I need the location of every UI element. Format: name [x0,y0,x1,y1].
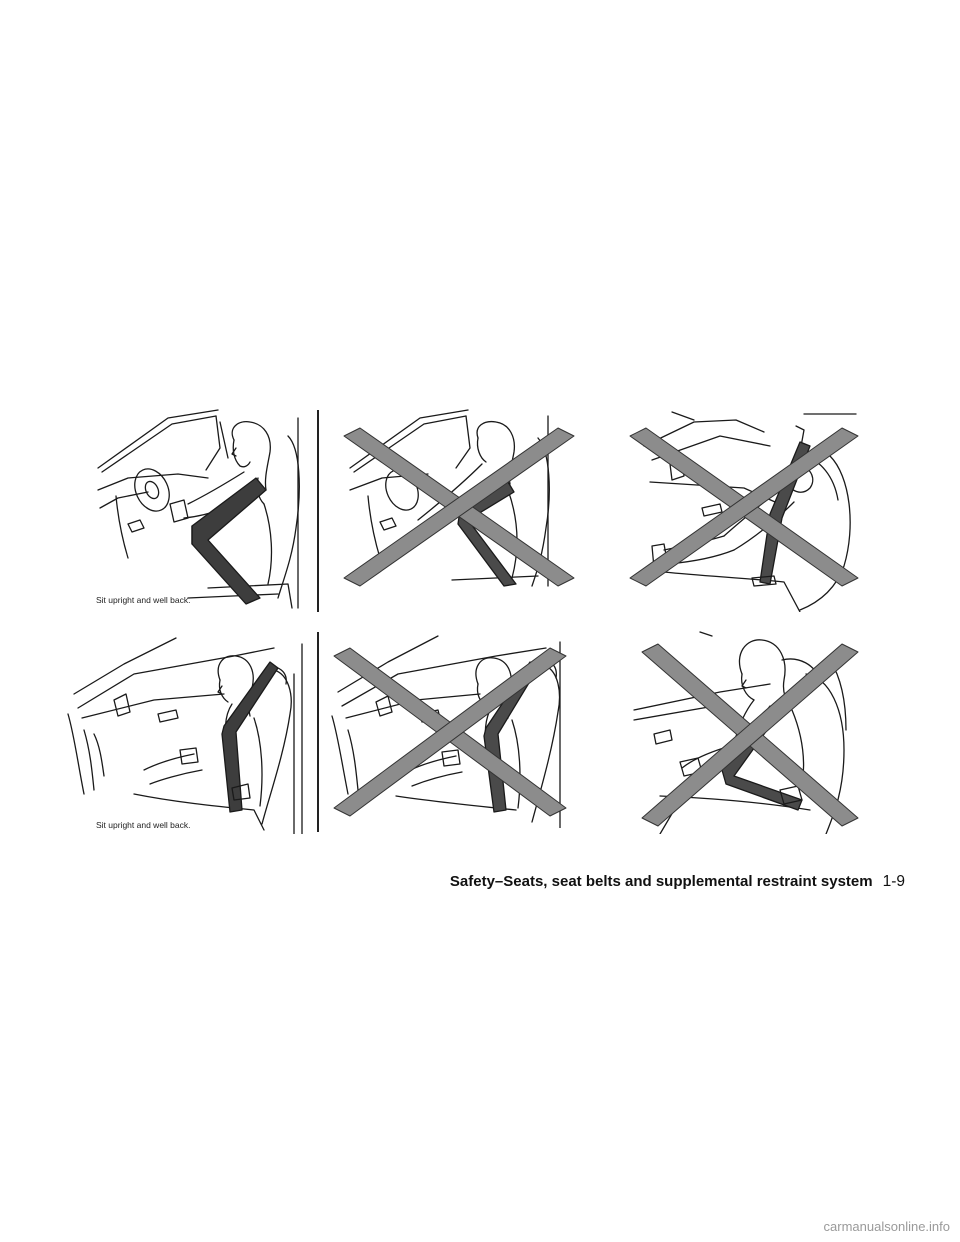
watermark-text: carmanualsonline.info [823,1219,950,1234]
illustration-rear-passenger-crossed [630,630,862,834]
caption-sit-upright-2: Sit upright and well back. [96,820,191,830]
page-number: 1-9 [882,873,905,890]
illustration-passenger-leaning-crossed [330,632,570,828]
illustration-passenger-reclined-crossed [624,406,860,612]
illustration-passenger-upright [64,634,310,834]
caption-sit-upright-1: Sit upright and well back. [96,595,191,605]
divider-row2 [317,632,319,832]
illustration-driver-leaning-crossed [342,408,576,588]
section-title: Safety–Seats, seat belts and supplementa… [449,873,873,890]
divider-row1 [317,410,319,612]
illustration-driver-upright [88,408,316,612]
page-footer: Safety–Seats, seat belts and supplementa… [0,873,905,891]
